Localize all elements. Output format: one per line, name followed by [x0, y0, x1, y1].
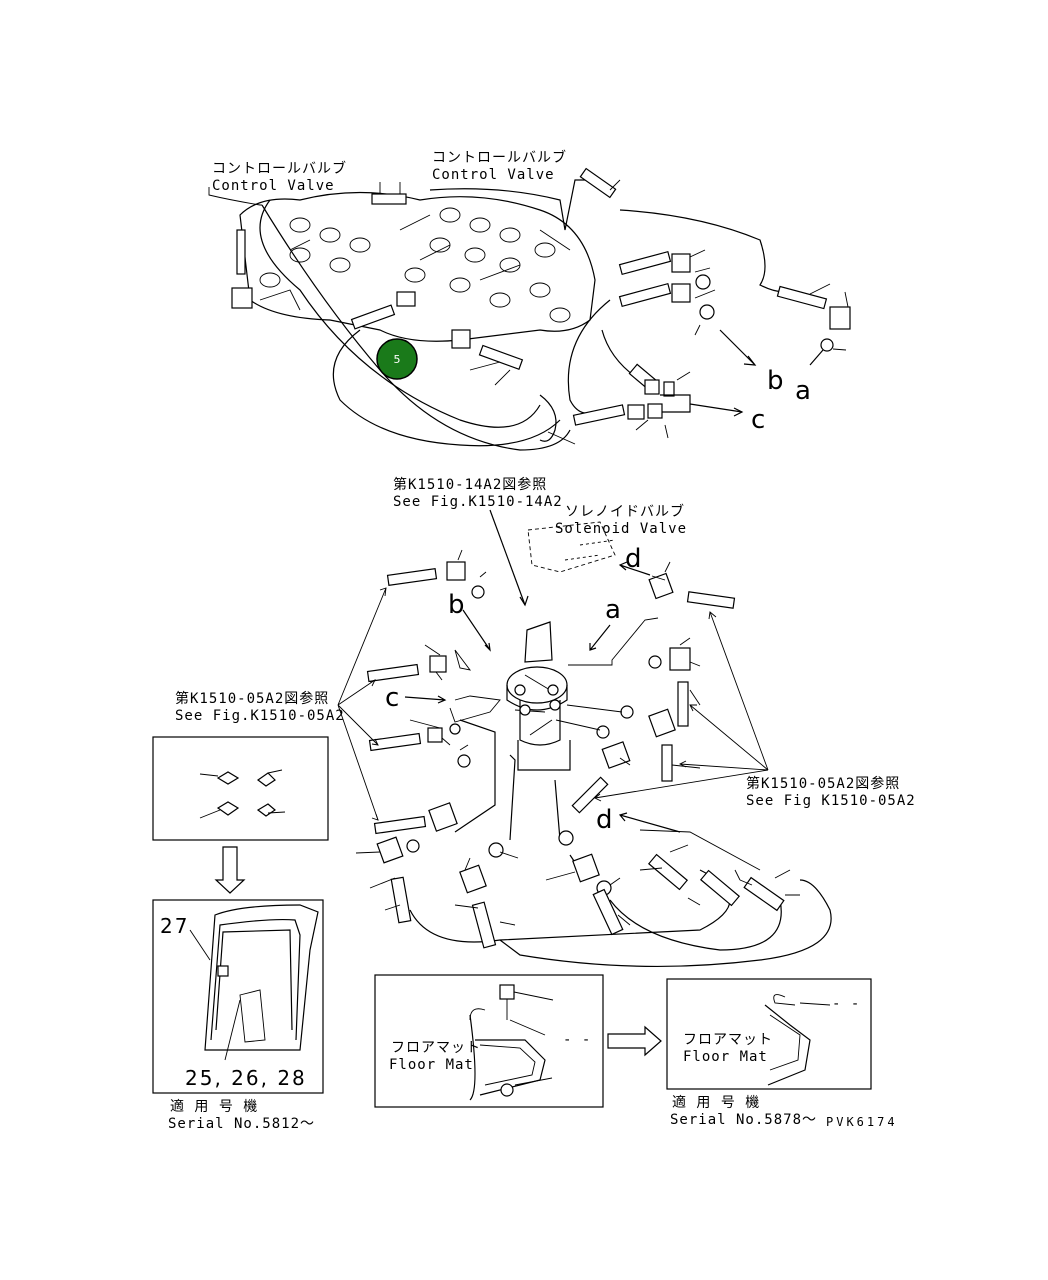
label-floor-mat-jp-2: フロアマット: [683, 1032, 773, 1048]
drawing-code: PVK6174: [826, 1115, 898, 1129]
label-ref-14a2-en: See Fig.K1510-14A2: [393, 494, 563, 510]
badge-number: 5: [394, 353, 401, 366]
label-control-valve-right-jp: コントロールバルブ: [432, 149, 567, 166]
letter-a-mid: a: [605, 595, 621, 625]
label-serial-right-jp: 適 用 号 機: [672, 1094, 760, 1111]
letter-d-low: d: [596, 805, 613, 835]
floor-mat-box-2: [666, 978, 872, 1090]
label-serial-left-jp: 適 用 号 機: [170, 1098, 258, 1115]
label-part-27: 27: [160, 914, 189, 938]
arrow-right-floor: [607, 1025, 662, 1057]
inset-parts-box: [152, 736, 329, 841]
control-valve-assembly: [231, 167, 851, 451]
label-floor-mat-en-2: Floor Mat: [683, 1049, 768, 1065]
fitting-center-hose: [350, 291, 416, 330]
arrow-down-inset: [214, 846, 246, 894]
label-control-valve-right-en: Control Valve: [432, 167, 555, 183]
letter-a-top: a: [795, 376, 811, 406]
dash-2: - -: [832, 996, 860, 1012]
label-ref-05a2-right-en: See Fig K1510-05A2: [746, 793, 916, 809]
dash-1: - -: [563, 1032, 591, 1048]
inset-cab-box: [152, 899, 324, 1094]
fitting-lower-right: [547, 329, 744, 445]
letter-c-top: c: [751, 405, 765, 435]
ref-arrows-left: [337, 587, 387, 821]
label-control-valve-left-en: Control Valve: [212, 178, 335, 194]
label-ref-14a2-jp: 第K1510-14A2図参照: [393, 476, 547, 493]
label-floor-mat-en-1: Floor Mat: [389, 1057, 474, 1073]
letter-b-top: b: [767, 366, 784, 396]
letter-b-mid: b: [448, 590, 465, 620]
label-serial-left-en: Serial No.5812～: [168, 1116, 315, 1132]
letter-c-mid: c: [385, 683, 399, 713]
ref-arrows-right: [594, 611, 769, 802]
fitting-hose-top-center: [371, 182, 407, 205]
fitting-right-hoses: [618, 249, 757, 366]
lower-hoses: [355, 779, 832, 968]
letter-d-mid: d: [625, 544, 642, 574]
label-control-valve-left-jp: コントロールバルブ: [212, 160, 347, 177]
swivel-joint-block: [506, 621, 571, 771]
mid-left-fittings: [366, 549, 487, 835]
label-solenoid-en: Solenoid Valve: [555, 521, 687, 537]
fitting-left-upper: [231, 229, 253, 309]
label-ref-05a2-right-jp: 第K1510-05A2図参照: [746, 775, 900, 792]
label-floor-mat-jp-1: フロアマット: [391, 1040, 481, 1056]
fitting-hose-top-right: [579, 167, 621, 199]
label-solenoid-jp: ソレノイドバルブ: [565, 503, 685, 520]
floor-mat-box-1: [374, 974, 604, 1108]
label-ref-05a2-left-en: See Fig.K1510-05A2: [175, 708, 345, 724]
label-ref-05a2-left-jp: 第K1510-05A2図参照: [175, 690, 329, 707]
fitting-hose-center-bottom: [469, 344, 524, 386]
label-serial-right-en: Serial No.5878～: [670, 1112, 817, 1128]
callout-badge-5[interactable]: 5: [376, 338, 418, 380]
fitting-far-right: [776, 283, 851, 366]
mid-right-fittings: [555, 561, 736, 814]
fitting-elbow-center: [451, 329, 471, 349]
label-parts-25-26-28: 25, 26, 28: [185, 1066, 307, 1090]
